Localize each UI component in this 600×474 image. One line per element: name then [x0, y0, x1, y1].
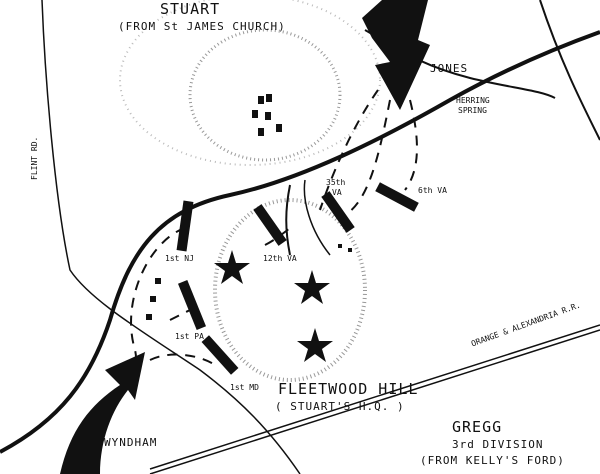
unit-1st-pa: 1st PA — [175, 332, 204, 341]
side-road-2 — [303, 179, 331, 256]
unit-1st-nj: 1st NJ — [165, 254, 194, 263]
gregg-division-label: 3rd DIVISION — [452, 438, 544, 451]
unit-1st-md: 1st MD — [230, 383, 259, 392]
wyndham-label: WYNDHAM — [104, 436, 158, 449]
unit-35th-va-1: 35th — [326, 178, 346, 187]
regiment-6th-va — [375, 182, 419, 212]
jones-label: JONES — [430, 62, 469, 75]
star-icon — [297, 328, 333, 362]
unit-6th-va: 6th VA — [418, 186, 447, 195]
herring-label-1: HERRING — [456, 96, 490, 105]
regiment-1st-pa — [177, 279, 207, 331]
regiment-12th-va — [253, 204, 287, 246]
gregg-label: GREGG — [452, 418, 503, 436]
road-label: FLINT RD. — [30, 136, 39, 180]
gregg-origin-label: (FROM KELLY'S FORD) — [420, 454, 565, 467]
regiment-1st-nj — [176, 200, 194, 252]
star-icon — [214, 250, 250, 284]
stuart-hq-label: ( STUART'S H.Q. ) — [275, 400, 405, 413]
regiment-1st-md — [201, 335, 239, 375]
arrow-jones-icon — [362, 0, 430, 110]
main-road — [0, 30, 600, 454]
stuart-origin-label: (FROM St JAMES CHURCH) — [118, 20, 286, 33]
unit-35th-va-2: VA — [332, 188, 342, 197]
herring-label-2: SPRING — [458, 106, 487, 115]
side-road — [285, 184, 291, 256]
stars — [214, 250, 333, 362]
flint-road — [41, 0, 301, 474]
railroad — [149, 324, 600, 474]
hill-north-outer — [119, 0, 381, 166]
unit-12th-va: 12th VA — [263, 254, 297, 263]
fleetwood-hill — [213, 198, 367, 382]
arrow-wyndham-icon — [60, 352, 145, 474]
movement-lines — [119, 89, 418, 401]
regiments — [146, 94, 419, 375]
hill-north — [188, 28, 342, 162]
east-road — [539, 0, 600, 141]
fleetwood-hill-label: FLEETWOOD HILL — [278, 380, 419, 398]
stuart-label: STUART — [160, 0, 221, 18]
regiment-35th-va — [321, 191, 355, 233]
star-icon — [294, 270, 330, 304]
